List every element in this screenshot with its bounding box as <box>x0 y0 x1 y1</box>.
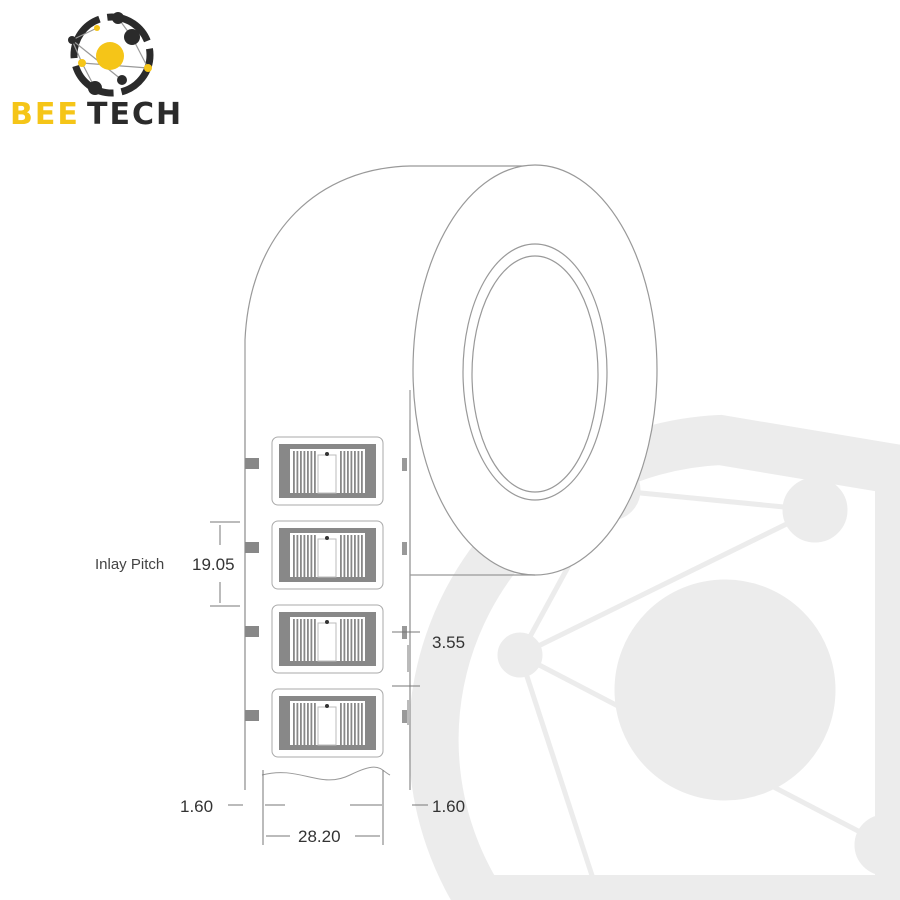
inlay-pitch-value: 19.05 <box>192 555 235 574</box>
inlay-pitch-label: Inlay Pitch <box>95 556 164 573</box>
right-margin-value: 1.60 <box>432 797 465 816</box>
gap-value: 3.55 <box>432 633 465 652</box>
sprocket-mark <box>245 710 259 721</box>
sprocket-mark <box>402 542 407 555</box>
beetech-logo: BEE TECH <box>10 12 183 132</box>
left-margin-value: 1.60 <box>180 797 213 816</box>
sprocket-mark <box>402 458 407 471</box>
rfid-inlay <box>271 436 384 506</box>
sprocket-mark <box>245 626 259 637</box>
rfid-inlay <box>271 520 384 590</box>
sprocket-mark <box>245 542 259 553</box>
sprocket-mark <box>245 458 259 469</box>
rfid-inlay <box>271 604 384 674</box>
inlay-list <box>245 436 407 758</box>
rfid-inlay <box>271 688 384 758</box>
sprocket-mark <box>402 710 407 723</box>
width-value: 28.20 <box>298 827 341 846</box>
brand-name-part2: TECH <box>87 97 183 132</box>
brand-name-part1: BEE <box>10 97 80 132</box>
label-roll <box>244 164 658 790</box>
